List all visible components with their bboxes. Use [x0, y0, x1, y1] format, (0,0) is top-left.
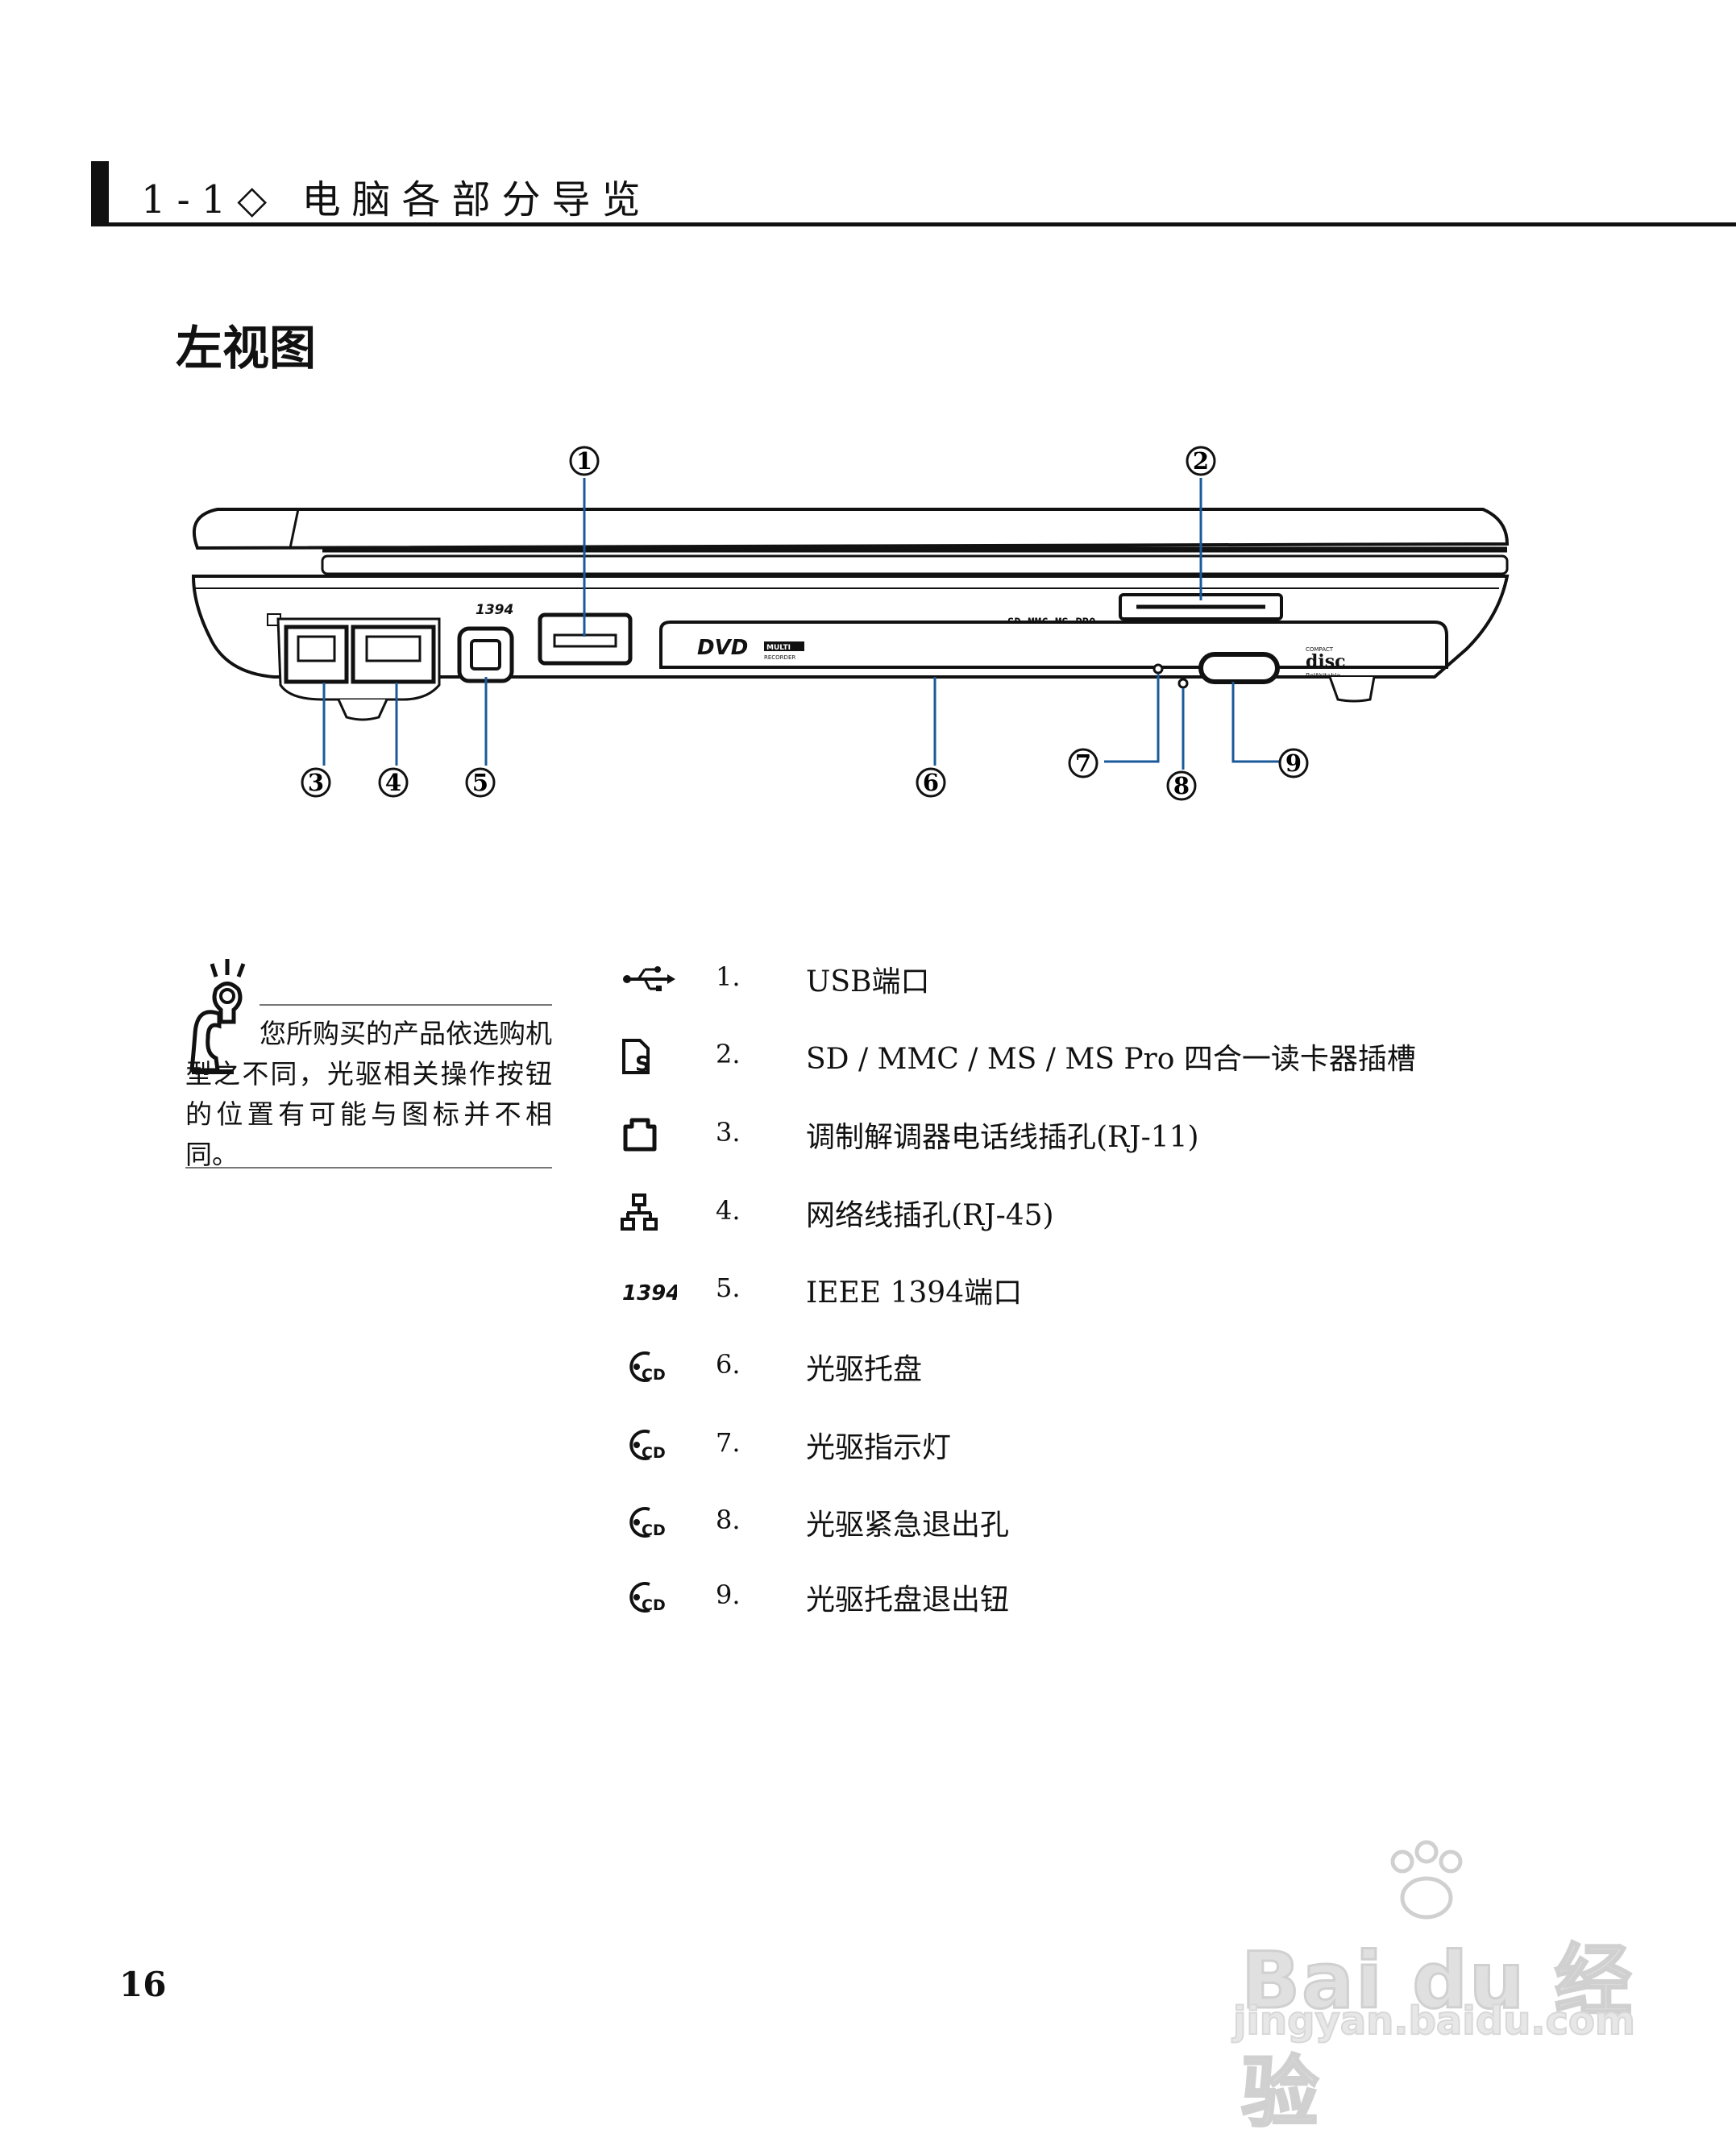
dvd-logo: DVD — [697, 636, 748, 660]
item-number: 2. — [716, 1039, 741, 1069]
laptop-left-side-diagram: SD.MMC.MS-PRO 1394 DVD MULTI RECORDER CO… — [191, 446, 1510, 801]
tip-person-icon — [189, 959, 246, 1074]
callout-1: 1 — [569, 446, 600, 476]
section-header: 1-1◇ 电脑各部分导览 — [141, 177, 652, 222]
svg-text:CD: CD — [642, 1366, 666, 1384]
page-title: 左视图 — [176, 321, 317, 376]
svg-text:1: 1 — [576, 447, 592, 475]
sd-card-icon: S — [622, 1039, 650, 1076]
drive-indicator-light — [1152, 663, 1164, 675]
list-item-drive-tray: CD 6. 光驱托盘 — [621, 1343, 1588, 1391]
svg-text:7: 7 — [1075, 749, 1091, 777]
cd-icon: CD — [629, 1582, 666, 1614]
cd-icon: CD — [629, 1507, 666, 1539]
item-label: IEEE 1394端口 — [806, 1276, 1023, 1310]
item-number: 3. — [716, 1117, 741, 1148]
usb-icon — [623, 966, 675, 991]
disc-logo: disc — [1306, 651, 1346, 672]
item-label: 光驱托盘退出钮 — [806, 1584, 1010, 1617]
list-item-modem: 3. 调制解调器电话线插孔(RJ-11) — [621, 1110, 1588, 1159]
svg-text:S: S — [635, 1052, 650, 1076]
item-label: 光驱指示灯 — [806, 1431, 952, 1464]
callout-7: 7 — [1068, 748, 1098, 778]
laptop-lid — [193, 508, 1510, 550]
callout-9: 9 — [1278, 748, 1309, 778]
recorder-label: RECORDER — [764, 654, 795, 661]
ieee1394-icon: 1394 — [622, 1281, 677, 1306]
callout-3: 3 — [301, 767, 331, 798]
item-label: USB端口 — [806, 965, 930, 998]
page-number: 16 — [119, 1965, 167, 2004]
callout-6: 6 — [916, 767, 946, 798]
note-text: 您所购买的产品依选购机型之不同，光驱相关操作按钮的位置有可能与图标并不相同。 — [185, 1018, 552, 1170]
callout-8: 8 — [1166, 770, 1197, 801]
item-label: SD / MMC / MS / MS Pro 四合一读卡器插槽 — [806, 1043, 1416, 1076]
item-label: 网络线插孔(RJ-45) — [806, 1199, 1054, 1232]
item-label: 光驱托盘 — [806, 1353, 923, 1386]
eject-button — [1198, 652, 1280, 684]
item-label: 光驱紧急退出孔 — [806, 1509, 1010, 1542]
baidu-watermark: Bai du 经验 jingyan.baidu.com — [1225, 1837, 1644, 2140]
svg-text:CD: CD — [642, 1596, 666, 1614]
network-icon — [621, 1193, 658, 1231]
note-top-rule — [260, 1004, 552, 1006]
cd-icon: CD — [629, 1430, 666, 1462]
header-rule — [91, 222, 1736, 226]
svg-text:CD: CD — [642, 1521, 666, 1539]
svg-text:8: 8 — [1173, 772, 1190, 799]
item-number: 8. — [716, 1505, 741, 1535]
list-item-card-reader: S 2. SD / MMC / MS / MS Pro 四合一读卡器插槽 — [621, 1032, 1588, 1081]
paw-logo-icon — [1390, 1840, 1463, 1920]
header-bar — [91, 161, 109, 226]
item-number: 5. — [716, 1272, 741, 1303]
cd-icon: CD — [629, 1351, 666, 1384]
item-number: 7. — [716, 1427, 741, 1458]
emergency-eject-hole — [1177, 678, 1189, 689]
list-item-ieee1394: 1394 5. IEEE 1394端口 — [621, 1266, 1588, 1314]
callout-4: 4 — [378, 767, 409, 798]
list-item-emergency-eject: CD 8. 光驱紧急退出孔 — [621, 1498, 1588, 1546]
item-number: 4. — [716, 1195, 741, 1226]
svg-text:2: 2 — [1193, 447, 1209, 475]
item-number: 9. — [716, 1580, 741, 1610]
lid-front-edge — [289, 509, 300, 549]
list-item-usb: 1. USB端口 — [621, 955, 1588, 1003]
item-number: 6. — [716, 1349, 741, 1380]
item-label: 调制解调器电话线插孔(RJ-11) — [806, 1121, 1199, 1154]
list-item-eject-button: CD 9. 光驱托盘退出钮 — [621, 1573, 1588, 1621]
svg-text:1394: 1394 — [622, 1281, 677, 1306]
list-item-drive-indicator: CD 7. 光驱指示灯 — [621, 1421, 1588, 1469]
watermark-url: jingyan.baidu.com — [1232, 1998, 1636, 2044]
ieee1394-port-label: 1394 — [476, 602, 513, 618]
list-item-network: 4. 网络线插孔(RJ-45) — [621, 1189, 1588, 1237]
svg-text:3: 3 — [308, 769, 324, 796]
multi-label: MULTI — [766, 644, 791, 652]
compact-label: COMPACT — [1306, 646, 1334, 653]
item-number: 1. — [716, 961, 741, 992]
note-bottom-rule — [185, 1167, 552, 1169]
callout-5: 5 — [465, 767, 496, 798]
svg-text:9: 9 — [1285, 749, 1302, 777]
svg-text:5: 5 — [472, 769, 488, 796]
svg-text:CD: CD — [642, 1444, 666, 1462]
rewritable-label: ReWritable — [1306, 672, 1341, 679]
modem-icon — [623, 1118, 657, 1152]
svg-text:6: 6 — [923, 769, 939, 796]
callout-2: 2 — [1186, 446, 1216, 476]
svg-text:4: 4 — [385, 769, 401, 796]
